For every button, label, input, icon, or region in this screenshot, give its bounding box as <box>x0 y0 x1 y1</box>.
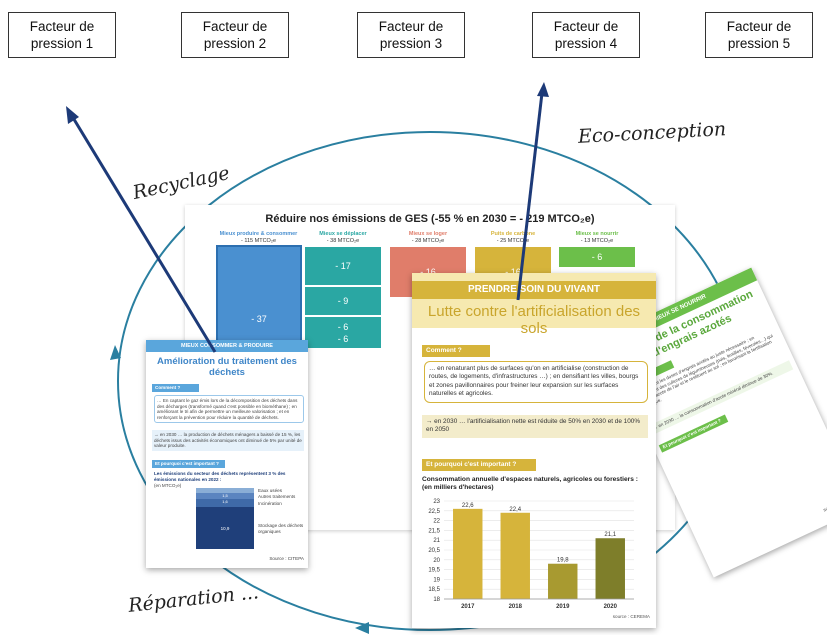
y-tick-label: 18 <box>433 597 440 603</box>
y-tick-label: 19 <box>433 577 440 583</box>
cycle-arrowhead-bottom <box>355 622 369 634</box>
card-vivant-banner: PRENDRE SOIN DU VIVANT <box>412 281 656 299</box>
y-tick-label: 23 <box>433 499 440 505</box>
ges-block-deplacer-4: - 6 <box>305 330 381 348</box>
bar-2020 <box>595 538 625 599</box>
ges-col-name-4: Puits de carbone <box>490 231 536 237</box>
dechets-label-stockage: Stockage des déchets organiques <box>258 523 304 534</box>
card-dechets-goal: → en 2030 … la production de déchets mén… <box>152 430 304 451</box>
y-tick-label: 18,5 <box>428 587 440 593</box>
bar-value-label: 22,6 <box>462 503 474 509</box>
card-dechets-title: Amélioration du traitement des déchets <box>157 356 297 378</box>
ges-col-name-1: Mieux produire & consommer <box>219 231 298 237</box>
ges-col-total-4: - 25 MTCO₂e <box>496 238 530 244</box>
y-tick-label: 22 <box>433 519 440 525</box>
ges-col-name-3: Mieux se loger <box>408 231 448 237</box>
pressure-box-3: Facteur de pression 3 <box>357 12 465 58</box>
card-dechets-source: Source : CITEPA <box>269 556 304 561</box>
dechets-label-incineration: Incinération <box>258 501 282 506</box>
pressure-box-5: Facteur de pression 5 <box>705 12 813 58</box>
ges-block-deplacer-2: - 9 <box>305 287 381 315</box>
card-dechets: MIEUX CONSOMMER & PRODUIRE Amélioration … <box>146 340 308 568</box>
pressure-box-1: Facteur de pression 1 <box>8 12 116 58</box>
y-tick-label: 22,5 <box>428 509 440 515</box>
arrow-head-1 <box>66 106 79 124</box>
ges-col-total-3: - 28 MTCO₂e <box>411 238 445 244</box>
ges-col-total-2: - 38 MTCO₂e <box>326 238 360 244</box>
dechets-bar-incineration: 1,5 <box>196 493 254 499</box>
dechets-bar-eaux <box>196 488 254 493</box>
y-tick-label: 20 <box>433 558 440 564</box>
ges-block-deplacer-1: - 17 <box>305 247 381 285</box>
ges-col-name-5: Mieux se nourrir <box>575 231 619 237</box>
x-tick-label: 2019 <box>556 604 570 610</box>
dechets-label-autres: Autres traitements <box>258 494 296 499</box>
bar-2019 <box>548 563 578 599</box>
bar-value-label: 22,4 <box>509 507 521 513</box>
ges-title: Réduire nos émissions de GES (-55 % en 2… <box>265 213 595 225</box>
dechets-bar-stockage: 10,9 <box>196 507 254 549</box>
bar-value-label: 21,1 <box>604 532 616 538</box>
ges-col-total-1: - 115 MTCO₂e <box>240 238 277 244</box>
artificialisation-chart: 18 18,5 19 19,5 20 20,5 21 21,5 22 22,5 23 22,6 2017… <box>428 499 634 610</box>
y-tick-label: 20,5 <box>428 548 440 554</box>
card-dechets-comment: Comment ? <box>152 384 199 392</box>
bar-2018 <box>500 512 530 599</box>
card-dechets-text: … En captant le gaz émis lors de la déco… <box>154 395 304 424</box>
ges-col-total-5: - 13 MTCO₂e <box>580 238 614 244</box>
x-tick-label: 2018 <box>509 604 523 610</box>
bar-2017 <box>453 508 483 599</box>
cycle-arrowhead-left <box>110 345 121 360</box>
card-vivant-text: … en renaturant plus de surfaces qu'on e… <box>424 361 648 403</box>
arrow-ecoconception-line <box>516 92 544 301</box>
dechets-bar-autres: 1,6 <box>196 499 254 507</box>
card-dechets-emissions: Les émissions du secteur des déchets rep… <box>154 471 286 482</box>
pressure-box-4: Facteur de pression 4 <box>532 12 640 58</box>
card-vivant-comment: Comment ? <box>422 345 490 357</box>
bar-value-label: 19,8 <box>557 558 569 564</box>
chart-title: Consommation annuelle d'espaces naturels… <box>422 476 638 491</box>
ges-block-nourrir: - 6 <box>559 247 635 267</box>
x-tick-label: 2020 <box>604 604 618 610</box>
card-vivant-title: Lutte contre l'artificialisation des sol… <box>427 303 641 337</box>
card-vivant-goal: → en 2030 … l'artificialisation nette es… <box>422 415 648 438</box>
dechets-label-eaux: Eaux usées <box>258 488 283 493</box>
y-tick-label: 21,5 <box>428 528 440 534</box>
pressure-box-2: Facteur de pression 2 <box>181 12 289 58</box>
card-dechets-banner: MIEUX CONSOMMER & PRODUIRE <box>146 340 308 352</box>
card-dechets-unit: (en MTCO₂e) <box>154 483 182 488</box>
card-dechets-why: Et pourquoi c'est important ? <box>152 460 225 468</box>
arrow-recyclage-line <box>70 115 217 353</box>
arrow-head-4 <box>537 82 549 97</box>
y-tick-label: 21 <box>433 538 440 544</box>
ges-col-name-2: Mieux se déplacer <box>319 231 367 237</box>
card-vivant: PRENDRE SOIN DU VIVANT Lutte contre l'ar… <box>412 273 656 628</box>
card-vivant-source: source : CEREMA <box>612 614 650 619</box>
x-tick-label: 2017 <box>461 604 475 610</box>
y-tick-label: 19,5 <box>428 568 440 574</box>
card-vivant-why: Et pourquoi c'est important ? <box>422 459 536 471</box>
